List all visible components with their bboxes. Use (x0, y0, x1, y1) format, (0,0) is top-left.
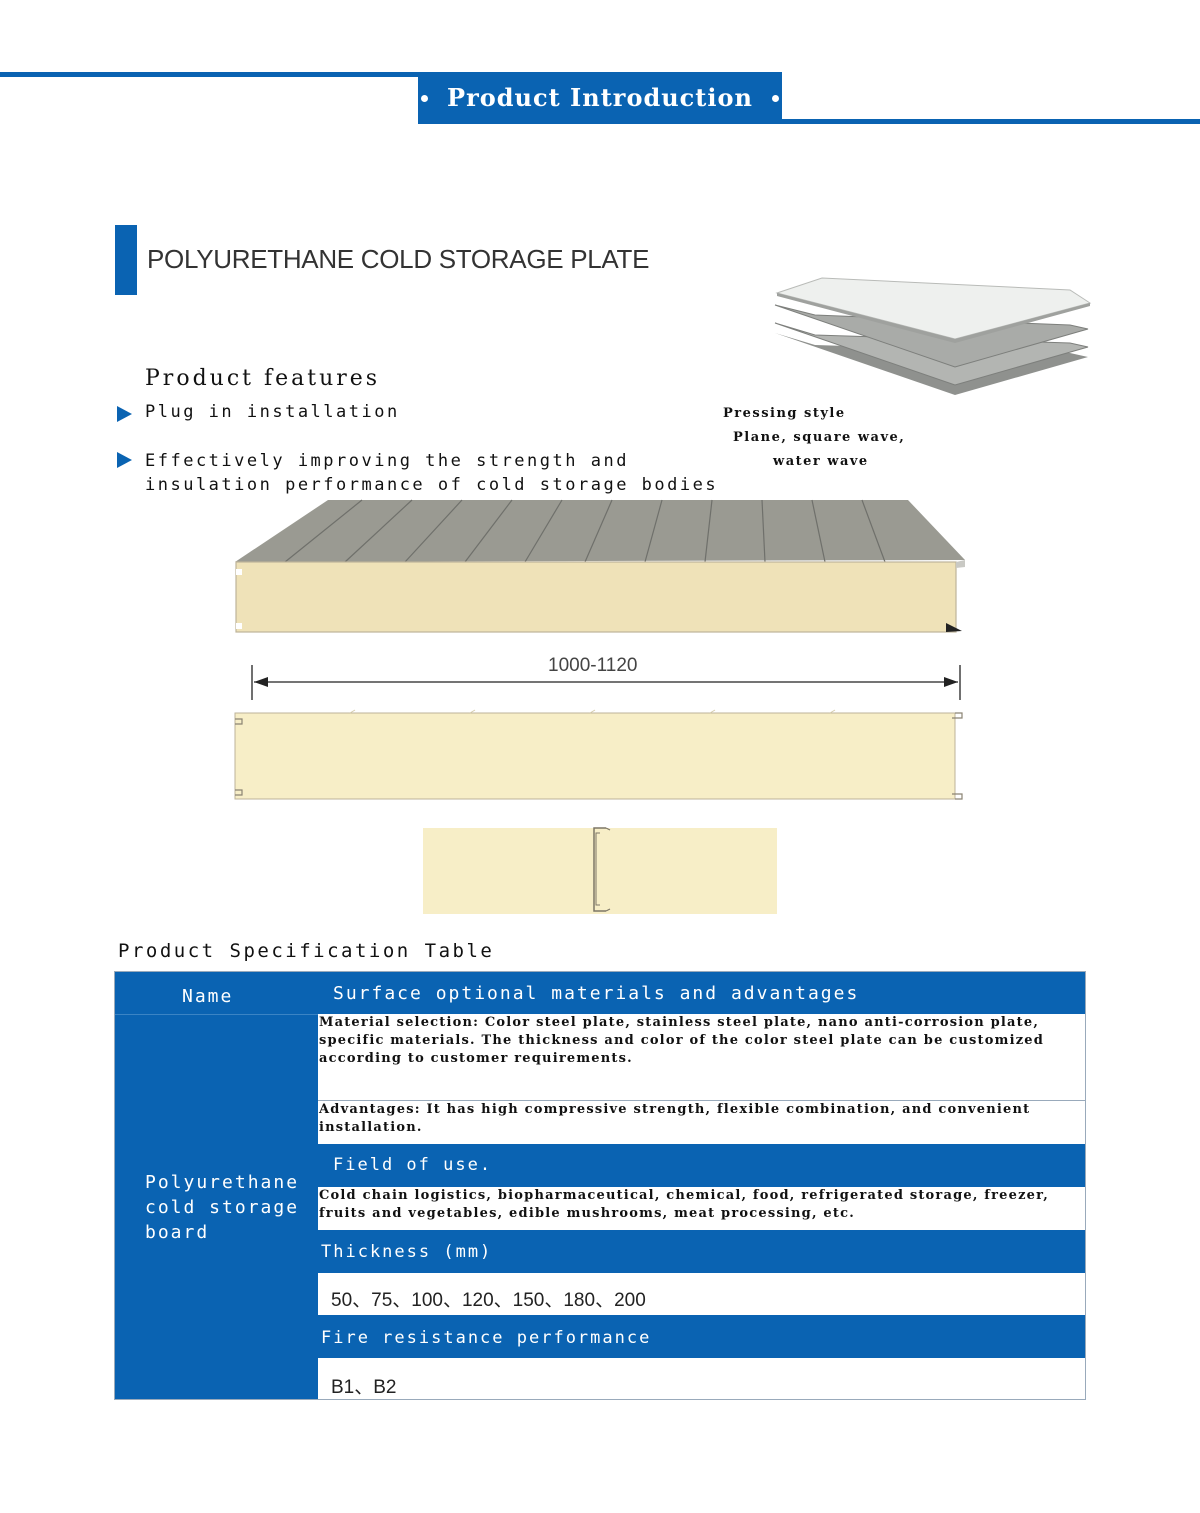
header-banner (418, 72, 782, 124)
header-dot-left (421, 95, 428, 102)
pressing-style-label: Pressing style (723, 406, 846, 421)
thickness-value: 50、75、100、120、150、180、200 (331, 1290, 646, 1311)
name-value-line-2: cold storage (145, 1197, 300, 1218)
header-rule-left (0, 72, 420, 77)
section-title: POLYURETHANE COLD STORAGE PLATE (147, 244, 650, 274)
advantages-text: Advantages: It has high compressive stre… (319, 1102, 1031, 1135)
name-header-rule (115, 1014, 318, 1015)
header-dot-right (772, 95, 779, 102)
feature-item-1: Plug in installation (145, 402, 400, 422)
surface-header: Surface optional materials and advantage… (333, 983, 860, 1004)
fire-value: B1、B2 (331, 1377, 397, 1398)
panel-cross-section (234, 709, 963, 800)
dimension-label: 1000-1120 (548, 655, 638, 676)
name-value: Polyurethane cold storage board (145, 1170, 299, 1245)
name-value-line-1: Polyurethane (145, 1172, 300, 1193)
row-divider (318, 1100, 1085, 1101)
spec-table: Name Polyurethane cold storage board Sur… (114, 971, 1086, 1400)
fire-header: Fire resistance performance (321, 1328, 652, 1348)
feature-item-2-line2: insulation performance of cold storage b… (145, 475, 719, 495)
field-header: Field of use. (333, 1155, 493, 1175)
fire-header-row (318, 1315, 1085, 1358)
thickness-header-row (318, 1230, 1085, 1273)
header-rule-right (780, 119, 1200, 124)
sandwich-panel-illustration (235, 499, 965, 633)
dimension-line (251, 665, 961, 700)
section-accent-bar (115, 225, 137, 295)
name-column (115, 972, 318, 1399)
spec-table-title: Product Specification Table (118, 940, 495, 962)
field-header-row (318, 1144, 1085, 1187)
layered-panels-illustration (774, 277, 1092, 395)
material-text: Material selection: Color steel plate, s… (319, 1015, 1045, 1066)
name-header: Name (182, 986, 234, 1007)
surface-header-row (318, 972, 1085, 1014)
pressing-style-options: Plane, square wave, (733, 430, 906, 445)
pressing-style-options-2: water wave (773, 454, 869, 469)
panel-joint-detail (423, 827, 777, 914)
bullet-arrow-icon (117, 452, 132, 468)
feature-item-2-line1: Effectively improving the strength and (145, 451, 629, 471)
header-title: Product Introduction (447, 83, 753, 112)
features-title: Product features (145, 366, 381, 391)
bullet-arrow-icon (117, 406, 132, 422)
thickness-header: Thickness (mm) (321, 1242, 493, 1262)
field-text: Cold chain logistics, biopharmaceutical,… (319, 1188, 1049, 1221)
name-value-line-3: board (145, 1222, 210, 1243)
